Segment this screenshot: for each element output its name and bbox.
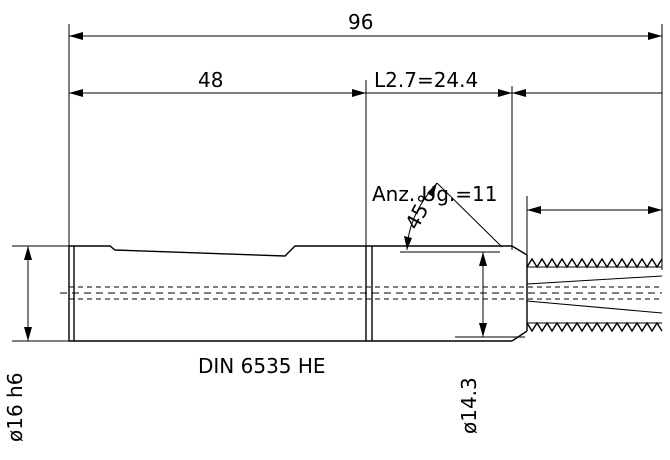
- overall-length-label: 96: [348, 10, 373, 34]
- cutting-diameter-label: ø14.3: [457, 377, 481, 434]
- dimension-cutting-diameter-line: [479, 252, 487, 337]
- dimension-overall-length-line: [69, 32, 662, 40]
- thread-section: [526, 257, 663, 333]
- dimension-cone-length-line: [366, 89, 662, 97]
- hidden-lines: [60, 286, 662, 300]
- standard-label: DIN 6535 HE: [198, 354, 326, 378]
- angle-dimension: [404, 182, 503, 251]
- extension-lines: [12, 24, 663, 342]
- shank-length-label: 48: [198, 68, 223, 92]
- cone-length-label: L2.7=24.4: [374, 68, 478, 92]
- dimension-shank-length-line: [69, 89, 366, 97]
- shank-diameter-label: ø16 h6: [3, 373, 27, 442]
- dimension-shank-diameter-line: [24, 246, 32, 341]
- dimension-thread-length-line: [527, 206, 662, 214]
- thread-length-label: Anz. Ug.=11: [372, 182, 497, 206]
